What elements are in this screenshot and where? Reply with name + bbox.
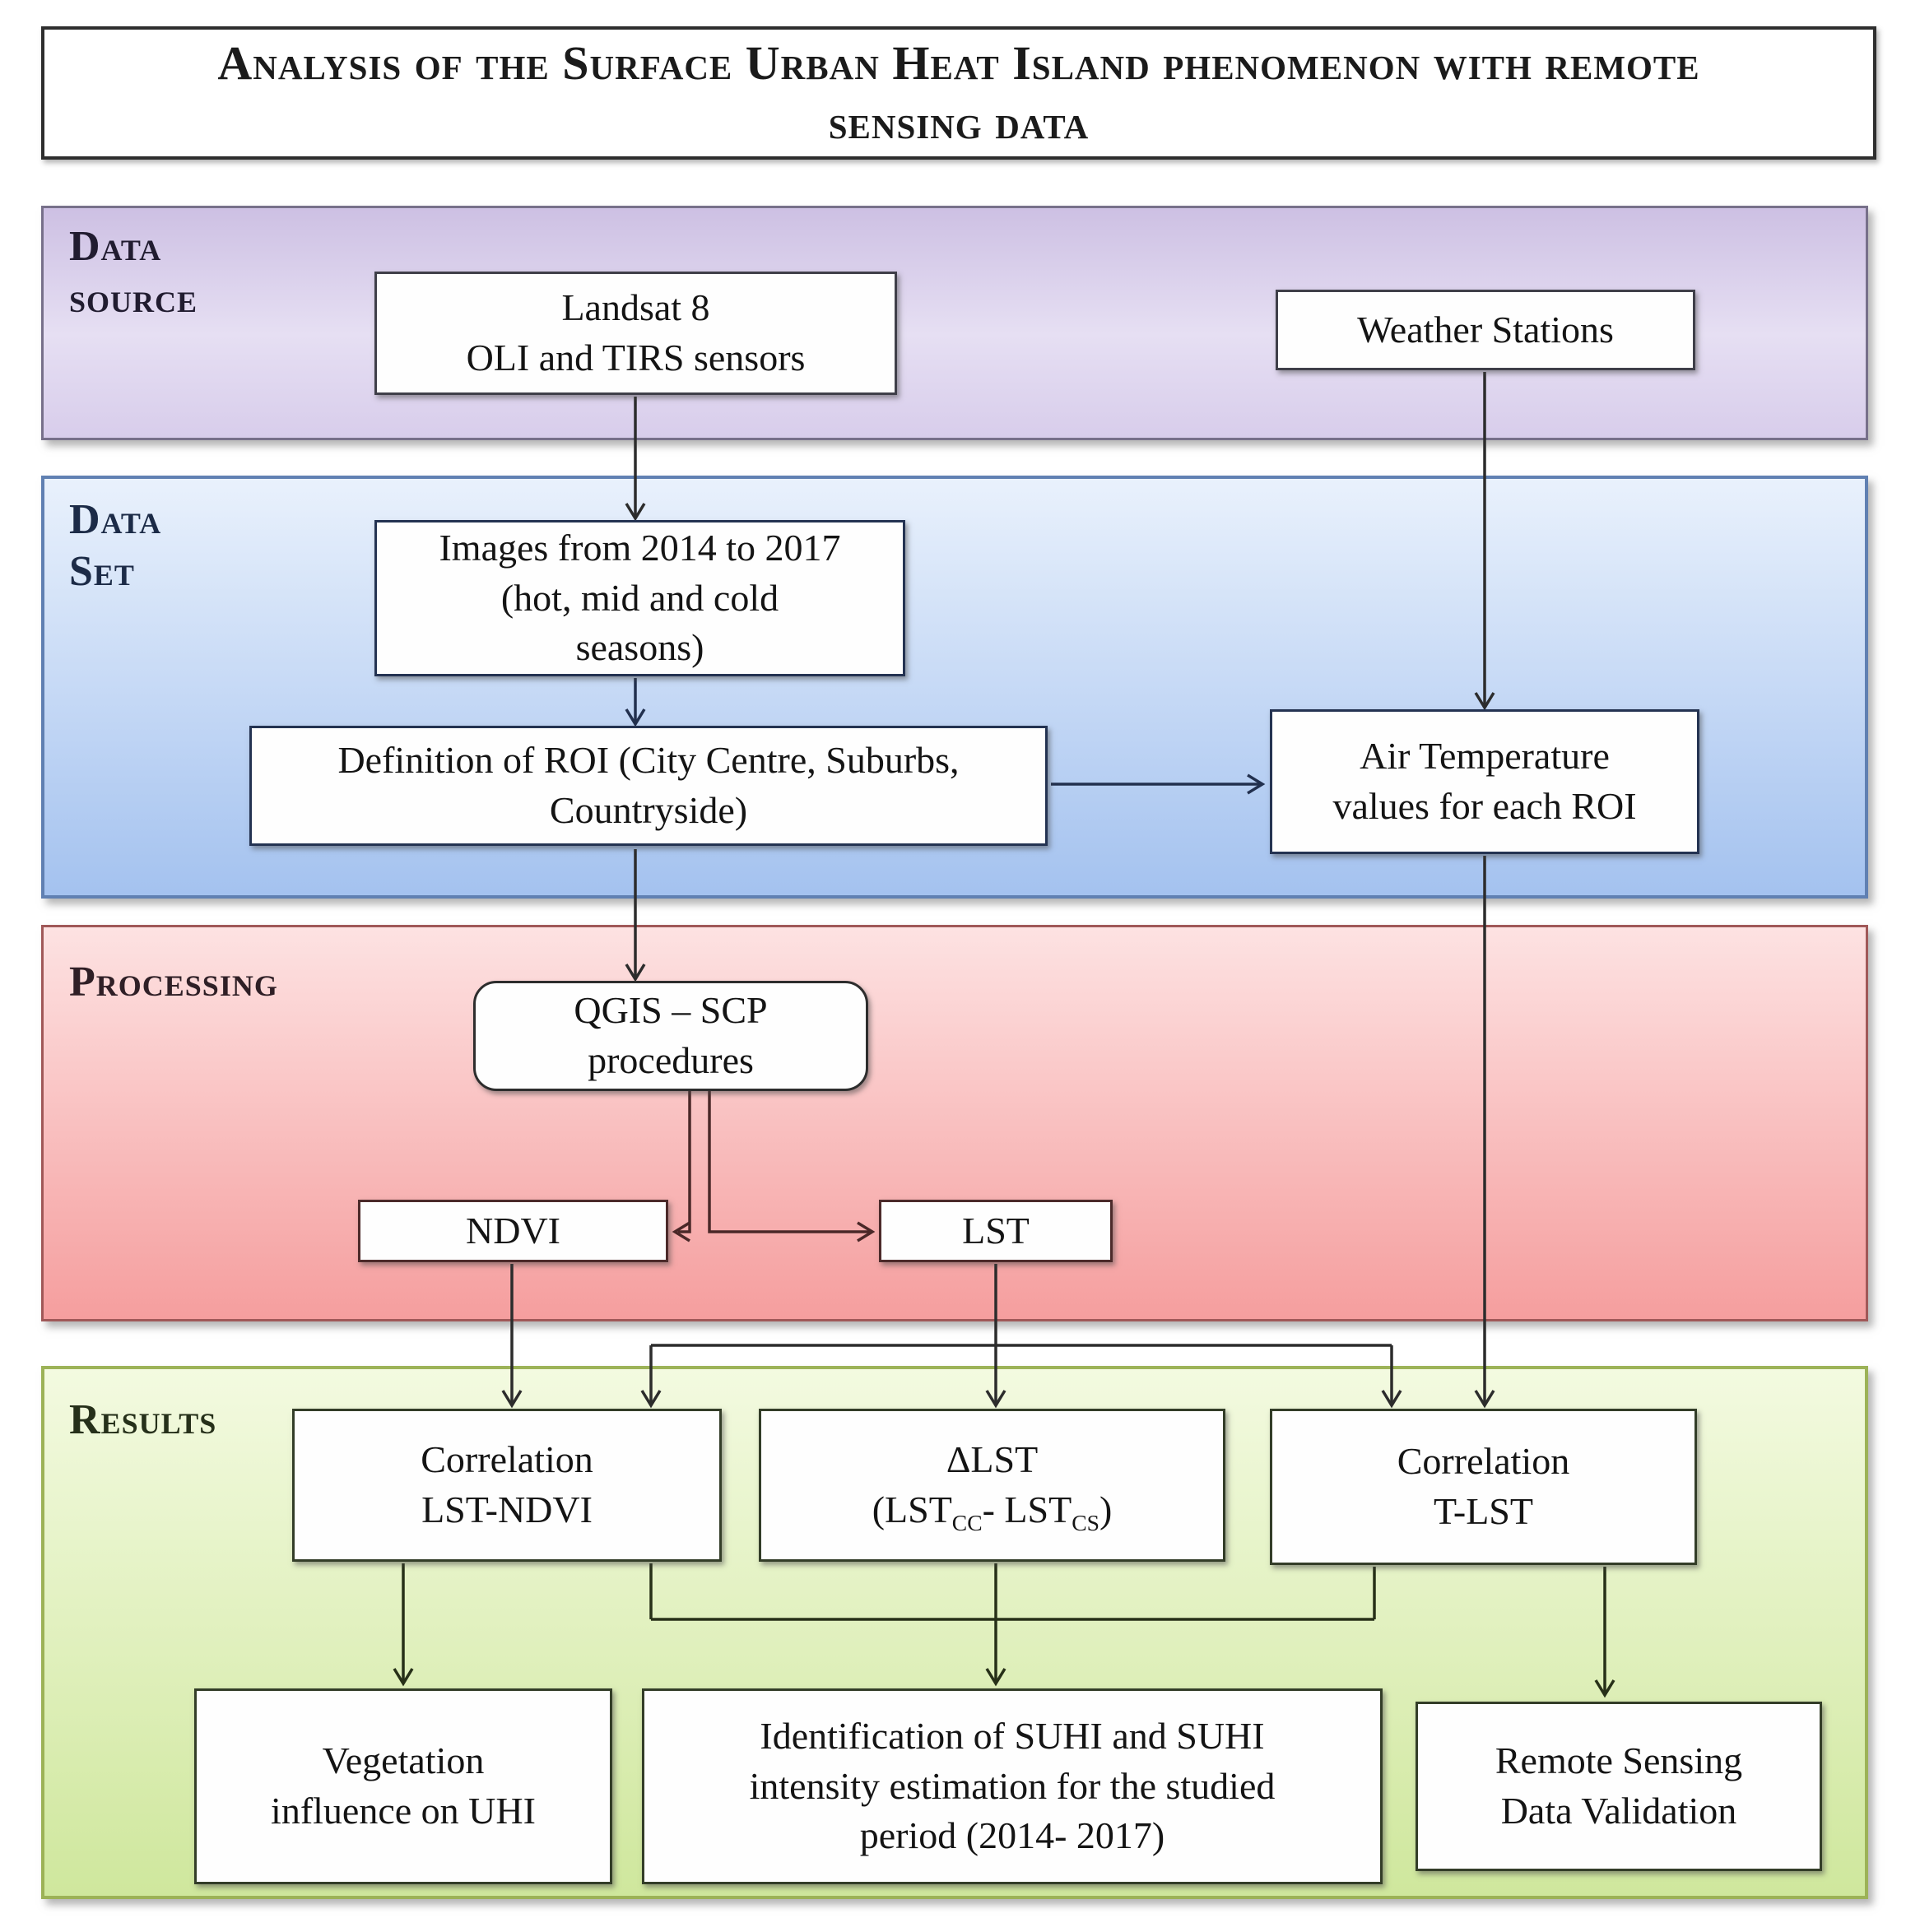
section-label-data-set: Data Set bbox=[69, 494, 161, 598]
node-qgis-scp-line1: QGIS – SCP bbox=[574, 989, 768, 1032]
node-suhi-identification-line3: period (2014- 2017) bbox=[859, 1814, 1165, 1857]
node-qgis-scp-line2: procedures bbox=[588, 1039, 754, 1081]
section-label-results: Results bbox=[69, 1396, 217, 1443]
arrow-qgis-to-ndvi bbox=[678, 1091, 691, 1233]
node-remote-sensing-validation-line2: Data Validation bbox=[1500, 1790, 1737, 1832]
node-roi-definition-line1: Definition of ROI (City Centre, Suburbs, bbox=[337, 739, 960, 782]
node-landsat: Landsat 8 OLI and TIRS sensors bbox=[374, 272, 897, 395]
arrowhead-roi-to-qgis bbox=[625, 964, 646, 982]
node-images-line3: seasons) bbox=[575, 626, 704, 669]
section-label-processing: Processing bbox=[69, 959, 278, 1005]
diagram-title-line2: sensing data bbox=[828, 95, 1090, 149]
node-suhi-identification: Identification of SUHI and SUHI intensit… bbox=[642, 1688, 1383, 1884]
node-delta-lst-formula-mid: - LST bbox=[982, 1488, 1072, 1530]
diagram-title-line1: Analysis of the Surface Urban Heat Islan… bbox=[217, 35, 1700, 90]
node-roi-definition-line2: Countryside) bbox=[549, 789, 748, 831]
arrow-qgis-to-lst bbox=[708, 1091, 871, 1233]
node-images-line1: Images from 2014 to 2017 bbox=[439, 526, 841, 569]
node-correlation-lst-ndvi: Correlation LST-NDVI bbox=[292, 1409, 722, 1562]
node-images-line2: (hot, mid and cold bbox=[500, 576, 779, 619]
node-correlation-t-lst-line2: T-LST bbox=[1434, 1490, 1533, 1532]
arrowhead-ndvi-to-correlation-lst-ndvi bbox=[501, 1390, 523, 1409]
arrowhead-correlation-t-lst-to-validation bbox=[1594, 1679, 1615, 1698]
node-remote-sensing-validation: Remote Sensing Data Validation bbox=[1416, 1702, 1822, 1871]
node-delta-lst-subscript-cs: CS bbox=[1072, 1510, 1099, 1536]
arrowhead-lst-branch-to-correlation-lst-ndvi bbox=[640, 1390, 662, 1409]
section-label-data-set-line1: Data bbox=[69, 496, 162, 543]
node-qgis-scp: QGIS – SCP procedures bbox=[473, 981, 868, 1091]
node-suhi-identification-line1: Identification of SUHI and SUHI bbox=[760, 1714, 1265, 1757]
node-weather-stations: Weather Stations bbox=[1276, 290, 1695, 370]
arrowhead-images-to-roi bbox=[625, 708, 646, 727]
section-label-data-set-line2: Set bbox=[69, 548, 135, 596]
arrowhead-qgis-to-lst bbox=[857, 1221, 876, 1242]
section-label-data-source-line2: source bbox=[69, 275, 198, 323]
node-remote-sensing-validation-line1: Remote Sensing bbox=[1495, 1739, 1743, 1782]
node-lst-label: LST bbox=[962, 1209, 1030, 1252]
node-vegetation-influence-line1: Vegetation bbox=[322, 1739, 485, 1782]
node-correlation-t-lst: Correlation T-LST bbox=[1270, 1409, 1697, 1565]
node-delta-lst-line1: ΔLST bbox=[946, 1438, 1039, 1481]
node-air-temperature-line2: values for each ROI bbox=[1332, 785, 1637, 827]
node-landsat-line1: Landsat 8 bbox=[561, 286, 710, 329]
node-delta-lst-subscript-cc: CC bbox=[951, 1510, 983, 1536]
node-correlation-lst-ndvi-line2: LST-NDVI bbox=[421, 1488, 593, 1530]
node-air-temperature-line1: Air Temperature bbox=[1360, 735, 1610, 778]
node-delta-lst-formula-close: ) bbox=[1099, 1488, 1113, 1530]
node-images: Images from 2014 to 2017 (hot, mid and c… bbox=[374, 520, 905, 676]
node-correlation-lst-ndvi-line1: Correlation bbox=[421, 1438, 593, 1481]
node-weather-stations-label: Weather Stations bbox=[1357, 308, 1614, 351]
arrowhead-landsat-to-images bbox=[625, 503, 646, 522]
node-delta-lst-formula-open: (LST bbox=[872, 1488, 952, 1530]
arrowhead-roi-to-airtemp bbox=[1247, 773, 1266, 795]
section-label-data-source-line1: Data bbox=[69, 223, 162, 270]
node-ndvi: NDVI bbox=[358, 1200, 668, 1262]
node-delta-lst-line2: (LSTCC- LSTCS) bbox=[872, 1485, 1113, 1535]
diagram-title-box: Analysis of the Surface Urban Heat Islan… bbox=[41, 26, 1876, 160]
arrowhead-lst-to-delta-lst bbox=[985, 1390, 1006, 1409]
node-correlation-t-lst-line1: Correlation bbox=[1397, 1440, 1570, 1483]
section-label-data-source: Data source bbox=[69, 221, 198, 325]
arrowhead-merge-to-suhi bbox=[985, 1668, 1006, 1687]
node-ndvi-label: NDVI bbox=[466, 1209, 560, 1252]
node-landsat-line2: OLI and TIRS sensors bbox=[466, 337, 806, 379]
arrowhead-qgis-to-ndvi bbox=[672, 1221, 690, 1242]
arrowhead-lst-branch-to-correlation-t-lst bbox=[1381, 1390, 1402, 1409]
arrowhead-airtemp-to-correlation-t-lst bbox=[1474, 1390, 1495, 1409]
node-roi-definition: Definition of ROI (City Centre, Suburbs,… bbox=[249, 726, 1048, 846]
node-lst: LST bbox=[879, 1200, 1113, 1262]
arrowhead-weather-to-airtemp bbox=[1474, 692, 1495, 711]
node-suhi-identification-line2: intensity estimation for the studied bbox=[749, 1764, 1276, 1807]
node-vegetation-influence-line2: influence on UHI bbox=[271, 1790, 536, 1832]
node-air-temperature: Air Temperature values for each ROI bbox=[1270, 709, 1699, 854]
node-delta-lst: ΔLST (LSTCC- LSTCS) bbox=[759, 1409, 1225, 1562]
node-vegetation-influence: Vegetation influence on UHI bbox=[194, 1688, 612, 1884]
arrowhead-correlation-lst-ndvi-to-vegetation bbox=[393, 1668, 414, 1687]
